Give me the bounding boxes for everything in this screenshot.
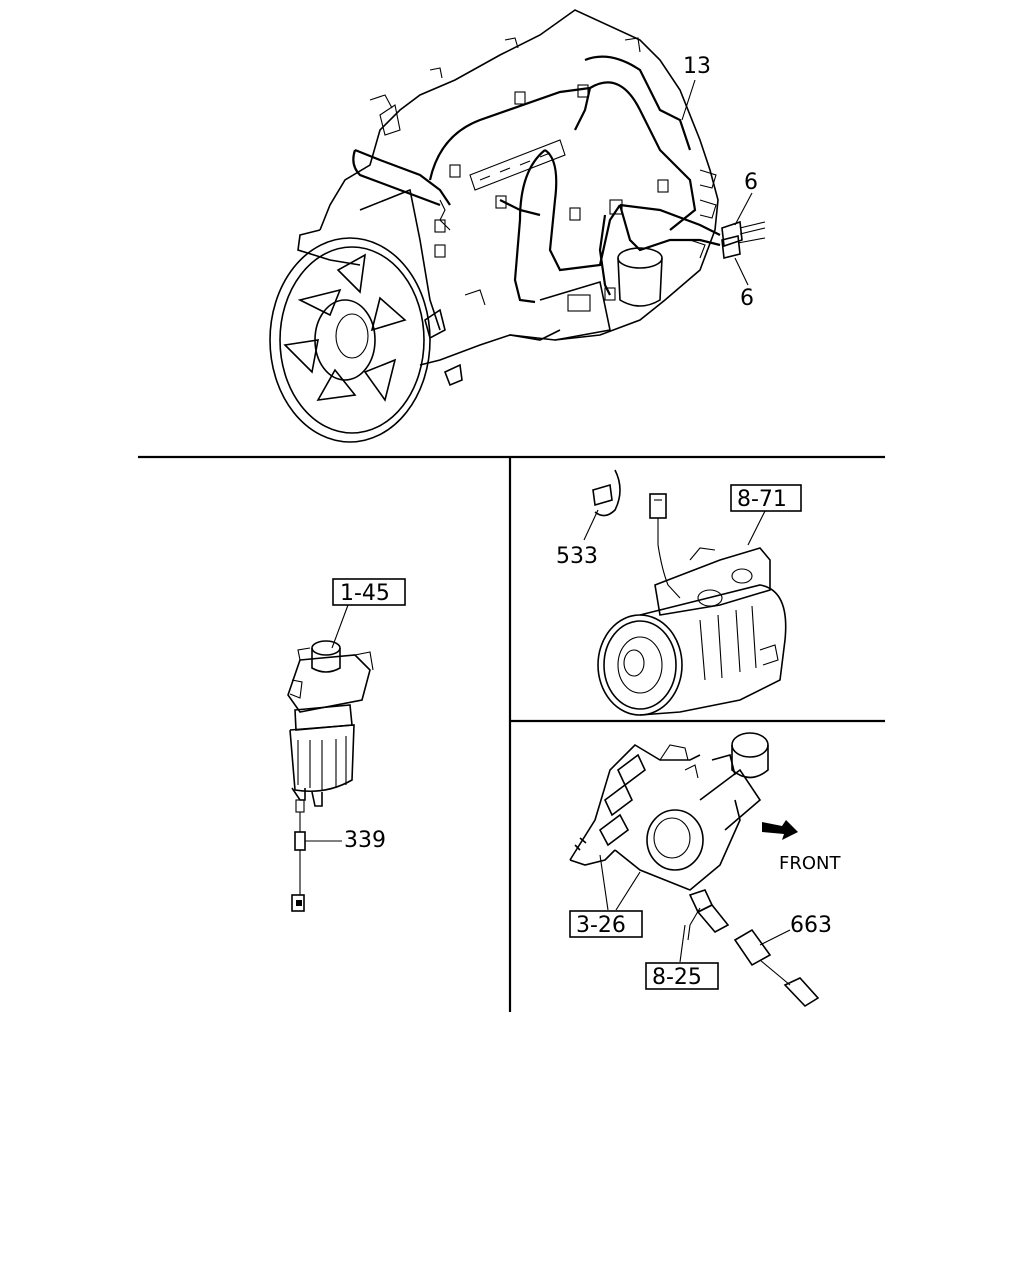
ref-box-3-26-label: 3-26 [576,913,626,938]
ref-box-8-25 [645,962,719,990]
ref-box-1-45-label: 1-45 [340,581,390,606]
ac-compressor [597,547,787,716]
ref-box-8-25-label: 8-25 [652,965,702,990]
ref-box-8-71 [730,484,802,512]
compressor-connector [649,493,681,599]
right-bottom-section: FRONT 663 3-26 8-25 [569,732,841,1008]
front-direction-indicator: FRONT [762,820,841,874]
right-top-section: 533 8-71 [556,469,802,716]
front-label: FRONT [779,853,841,874]
front-arrow-icon [762,820,798,840]
callout-clip-lower: 6 [740,286,754,311]
water-sensor [291,812,342,912]
section-dividers [138,455,885,1012]
callout-clip: 533 [556,544,598,569]
left-section: 1-45 339 [287,578,406,912]
callout-sensor: 339 [344,828,386,853]
engine-block [297,9,719,387]
harness-clips [721,220,766,259]
engine-illustration: 13 6 6 [269,9,766,443]
wiring-connector [733,928,820,1008]
ref-box-8-71-label: 8-71 [737,487,787,512]
callout-clip-upper: 6 [744,170,758,195]
cooling-fan [269,237,431,443]
fuel-filter-assembly [287,640,374,813]
callout-connector: 663 [790,913,832,938]
injection-pump [569,732,769,891]
ref-box-1-45 [332,578,406,606]
pressure-sensor [679,889,730,963]
hose-clip [583,469,621,541]
ref-box-3-26 [569,910,643,938]
wiring-harness [352,55,721,304]
callout-harness: 13 [683,54,711,79]
top-leaders [681,79,753,286]
